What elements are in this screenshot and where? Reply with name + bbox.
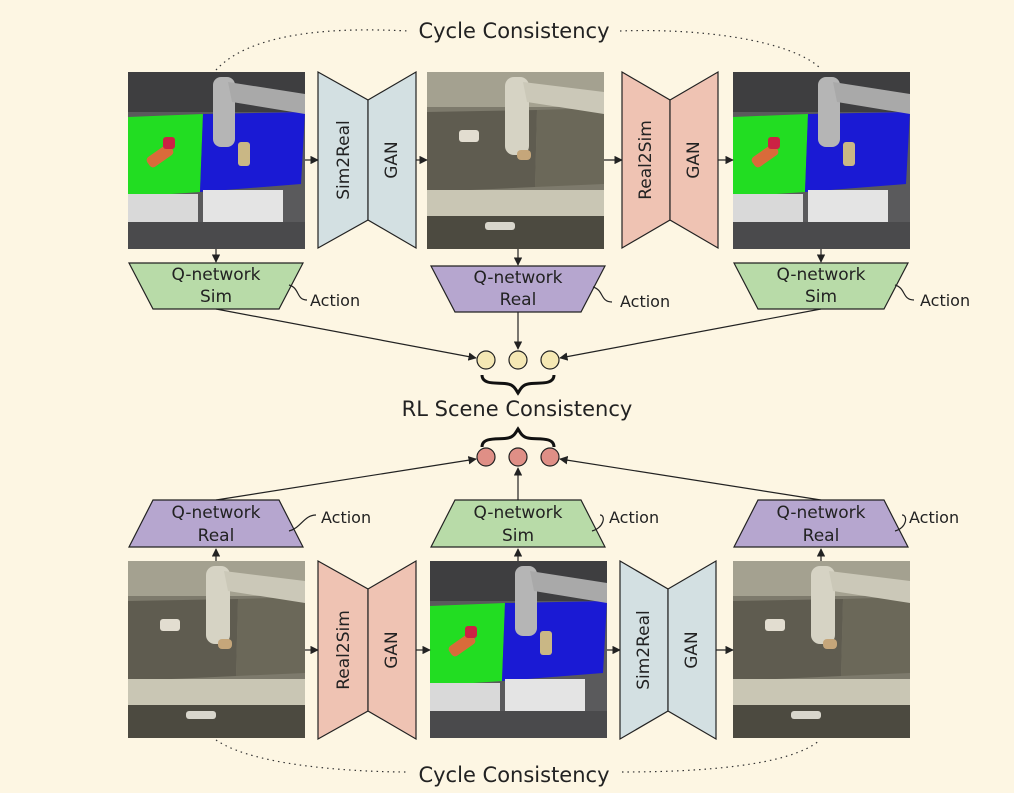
top-gen2-name: Real2Sim [636,120,656,200]
cycle-label-bottom: Cycle Consistency [418,763,609,787]
top-q-value-nodes [476,350,560,370]
bottom-node-right [540,447,560,467]
top-sim-image-reconstructed [733,72,910,249]
top-qnet-right: Q-network Sim [733,262,909,310]
bottom-qnet-right-line1: Q-network [776,503,865,523]
bottom-real-image [128,561,305,738]
bottom-real-image-reconstructed [733,561,910,738]
top-qnet-left-action: Action [310,291,360,310]
top-real-image [427,72,604,249]
bottom-gen2-name: Sim2Real [634,610,654,690]
top-qnet-left: Q-network Sim [128,262,304,310]
top-qnet-mid-line1: Q-network [473,268,562,288]
top-brace [480,374,556,396]
bottom-sim2real-generator: Sim2Real GAN [619,559,717,741]
bottom-qnet-left-action: Action [321,508,371,527]
top-sim2real-generator: Sim2Real GAN [317,70,417,250]
bottom-qnet-right: Q-network Real [733,499,909,548]
top-qnet-left-line2: Sim [200,287,232,307]
bottom-q-value-nodes [476,447,560,467]
bottom-gen1-name: Real2Sim [334,610,354,690]
top-gen1-name: Sim2Real [334,120,354,200]
cycle-label-top: Cycle Consistency [418,19,609,43]
bottom-real2sim-generator: Real2Sim GAN [317,559,417,741]
top-qnet-mid-line2: Real [500,290,537,310]
top-qnet-right-action: Action [920,291,970,310]
bottom-qnet-mid-line1: Q-network [473,503,562,523]
top-real2sim-generator: Real2Sim GAN [621,70,719,250]
top-qnet-right-line2: Sim [805,287,837,307]
bottom-qnet-left-line1: Q-network [171,503,260,523]
top-gen2-gan: GAN [684,141,704,179]
top-qnet-right-line1: Q-network [776,265,865,285]
bottom-node-mid [508,447,528,467]
bottom-node-left [476,447,496,467]
bottom-gen2-gan: GAN [682,631,702,669]
bottom-brace [480,426,556,448]
top-gen1-gan: GAN [382,141,402,179]
bottom-qnet-right-action: Action [909,508,959,527]
bottom-qnet-mid-line2: Sim [502,526,534,546]
top-sim-image [128,72,305,249]
top-node-right [540,350,560,370]
top-qnet-mid: Q-network Real [430,265,606,313]
top-qnet-mid-action: Action [620,292,670,311]
bottom-qnet-mid: Q-network Sim [430,499,606,548]
top-node-mid [508,350,528,370]
top-node-left [476,350,496,370]
bottom-sim-image [430,561,607,738]
rl-scene-consistency-label: RL Scene Consistency [402,397,633,421]
cycle-arc-top [215,29,821,71]
bottom-gen1-gan: GAN [382,631,402,669]
bottom-qnet-left-line2: Real [198,526,235,546]
cycle-arc-bottom [215,739,821,773]
bottom-qnet-right-line2: Real [803,526,840,546]
bottom-qnet-mid-action: Action [609,508,659,527]
bottom-qnet-left: Q-network Real [128,499,304,548]
top-qnet-left-line1: Q-network [171,265,260,285]
